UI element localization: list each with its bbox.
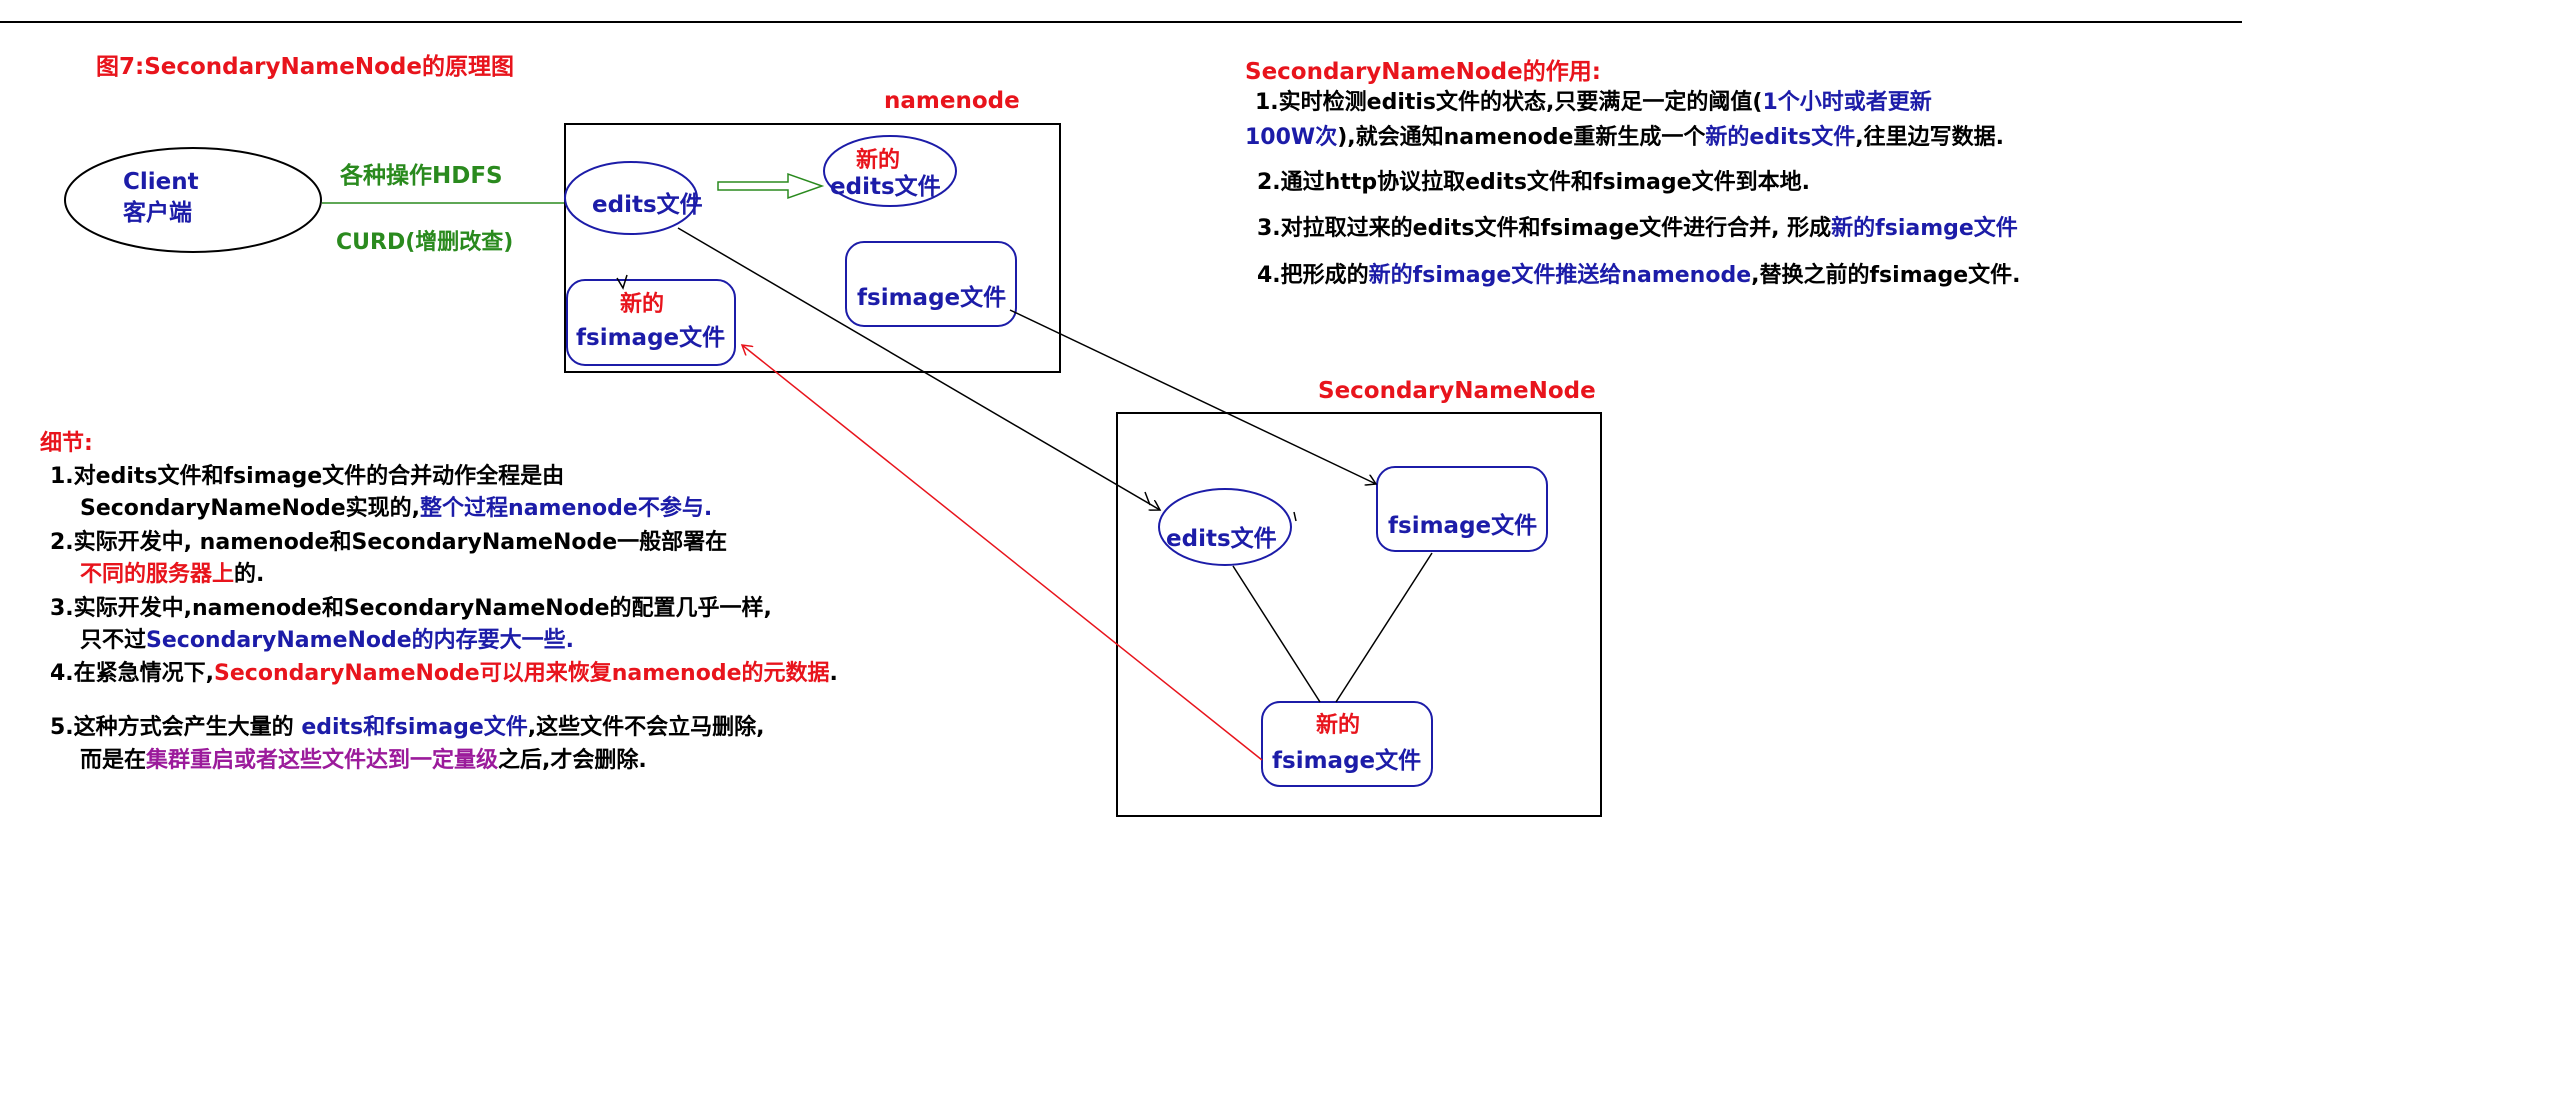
ops-hdfs-label: 各种操作HDFS bbox=[340, 163, 503, 189]
namenode-fsimage-node bbox=[845, 241, 1017, 327]
merge-line-fsimage bbox=[1335, 552, 1433, 703]
role-item-2: 2.通过http协议拉取edits文件和fsimage文件到本地. bbox=[1257, 170, 1810, 195]
namenode-new-fsimage-label-1: 新的 bbox=[620, 292, 665, 317]
details-3-line-2: 只不过SecondaryNameNode的内存要大一些. bbox=[80, 630, 574, 652]
details-4: 4.在紧急情况下,SecondaryNameNode可以用来恢复namenode… bbox=[50, 663, 838, 685]
client-label-en: Client bbox=[123, 169, 199, 195]
ops-curd-label: CURD(增删改查) bbox=[336, 230, 514, 255]
role-item-1-line-1: 1.实时检测editis文件的状态,只要满足一定的阈值(1个小时或者更新 bbox=[1255, 92, 1932, 114]
details-5-line-2: 而是在集群重启或者这些文件达到一定量级之后,才会删除. bbox=[80, 750, 647, 772]
details-2-text-c: 的. bbox=[234, 562, 265, 587]
merge-line-edits bbox=[1232, 565, 1321, 703]
role-item-4: 4.把形成的新的fsimage文件推送给namenode,替换之前的fsimag… bbox=[1257, 265, 2021, 287]
role-item-3: 3.对拉取过来的edits文件和fsimage文件进行合并, 形成新的fsiam… bbox=[1257, 218, 2018, 240]
details-2-text-b: 不同的服务器上 bbox=[80, 562, 235, 587]
details-3-text-c: SecondaryNameNode的内存要大一些. bbox=[146, 628, 575, 653]
role-item-1-line-2: 100W次),就会通知namenode重新生成一个新的edits文件,往里边写数… bbox=[1245, 127, 2004, 149]
namenode-new-fsimage-label-2: fsimage文件 bbox=[576, 325, 726, 351]
role-item-1-text-b: 1个小时或者更新 bbox=[1762, 90, 1932, 115]
role-item-1-text-c: 100W次 bbox=[1245, 125, 1338, 150]
client-label-cn: 客户端 bbox=[123, 200, 192, 226]
namenode-new-edits-label-2: edits文件 bbox=[830, 174, 941, 200]
secondary-fsimage-label: fsimage文件 bbox=[1388, 513, 1538, 539]
diagram-title: 图7:SecondaryNameNode的原理图 bbox=[96, 54, 514, 80]
new-edits-arrow bbox=[717, 172, 825, 200]
details-3-line-1: 3.实际开发中,namenode和SecondaryNameNode的配置几乎一… bbox=[50, 596, 772, 621]
secondary-fsimage-node bbox=[1376, 466, 1548, 552]
details-4-text-c: . bbox=[829, 661, 838, 686]
namenode-label: namenode bbox=[884, 88, 1020, 114]
role-item-3-text-a: 3.对拉取过来的edits文件和fsimage文件进行合并, 形成 bbox=[1257, 216, 1832, 241]
role-item-3-text-b: 新的fsiamge文件 bbox=[1831, 216, 2018, 241]
role-item-4-text-c: ,替换之前的fsimage文件. bbox=[1751, 263, 2021, 288]
client-node bbox=[64, 147, 322, 253]
role-heading: SecondaryNameNode的作用: bbox=[1245, 59, 1601, 85]
role-item-4-text-a: 4.把形成的 bbox=[1257, 263, 1369, 288]
secondary-edits-label: edits文件 bbox=[1166, 526, 1277, 552]
push-fsimage-arrow bbox=[742, 345, 1263, 761]
namenode-edits-node bbox=[564, 161, 698, 235]
details-5-text-e: 集群重启或者这些文件达到一定量级 bbox=[146, 748, 499, 773]
namenode-new-edits-node bbox=[823, 135, 957, 207]
role-item-1-text-a: 1.实时检测editis文件的状态,只要满足一定的阈值( bbox=[1255, 90, 1763, 115]
pull-fsimage-arrow bbox=[1009, 309, 1376, 484]
details-5-text-b: edits和fsimage文件 bbox=[301, 715, 528, 740]
details-1-text-c: 整个过程namenode不参与. bbox=[420, 496, 713, 521]
pull-edits-arrow bbox=[677, 227, 1160, 510]
namenode-box bbox=[564, 123, 1061, 373]
namenode-tick bbox=[616, 274, 628, 290]
role-item-1-text-d: ),就会通知namenode重新生成一个 bbox=[1337, 125, 1706, 150]
details-5-text-f: 之后,才会删除. bbox=[498, 748, 647, 773]
details-2-line-2: 不同的服务器上的. bbox=[80, 564, 264, 586]
details-1-line-2: SecondaryNameNode实现的,整个过程namenode不参与. bbox=[80, 498, 712, 520]
secondary-label: SecondaryNameNode bbox=[1318, 378, 1596, 404]
details-5-text-a: 5.这种方式会产生大量的 bbox=[50, 715, 302, 740]
role-item-1-text-f: ,往里边写数据. bbox=[1855, 125, 2004, 150]
role-item-4-text-b: 新的fsimage文件推送给namenode bbox=[1368, 263, 1752, 288]
role-item-1-text-e: 新的edits文件 bbox=[1705, 125, 1856, 150]
details-5-line-1: 5.这种方式会产生大量的 edits和fsimage文件,这些文件不会立马删除, bbox=[50, 717, 765, 739]
details-4-text-b: SecondaryNameNode可以用来恢复namenode的元数据 bbox=[214, 661, 830, 686]
namenode-new-edits-label-1: 新的 bbox=[856, 148, 901, 173]
details-5-text-c: ,这些文件不会立马删除, bbox=[527, 715, 765, 740]
secondary-edits-node bbox=[1158, 488, 1292, 566]
secondary-tick-2 bbox=[1293, 511, 1297, 522]
secondary-new-fsimage-label-2: fsimage文件 bbox=[1272, 748, 1422, 774]
secondary-new-fsimage-node bbox=[1261, 701, 1433, 787]
details-2-line-1: 2.实际开发中, namenode和SecondaryNameNode一般部署在 bbox=[50, 530, 728, 555]
details-4-text-a: 4.在紧急情况下, bbox=[50, 661, 215, 686]
secondary-tick bbox=[1144, 491, 1151, 506]
details-1-text-b: SecondaryNameNode实现的, bbox=[80, 496, 421, 521]
details-heading: 细节: bbox=[40, 431, 93, 456]
namenode-fsimage-label: fsimage文件 bbox=[857, 285, 1007, 311]
details-3-text-b: 只不过 bbox=[80, 628, 147, 653]
secondary-new-fsimage-label-1: 新的 bbox=[1316, 713, 1361, 738]
namenode-new-fsimage-node bbox=[566, 279, 736, 366]
namenode-edits-label: edits文件 bbox=[592, 192, 703, 218]
details-5-text-d: 而是在 bbox=[80, 748, 147, 773]
secondary-box bbox=[1116, 412, 1602, 817]
details-1-line-1: 1.对edits文件和fsimage文件的合并动作全程是由 bbox=[50, 464, 565, 489]
